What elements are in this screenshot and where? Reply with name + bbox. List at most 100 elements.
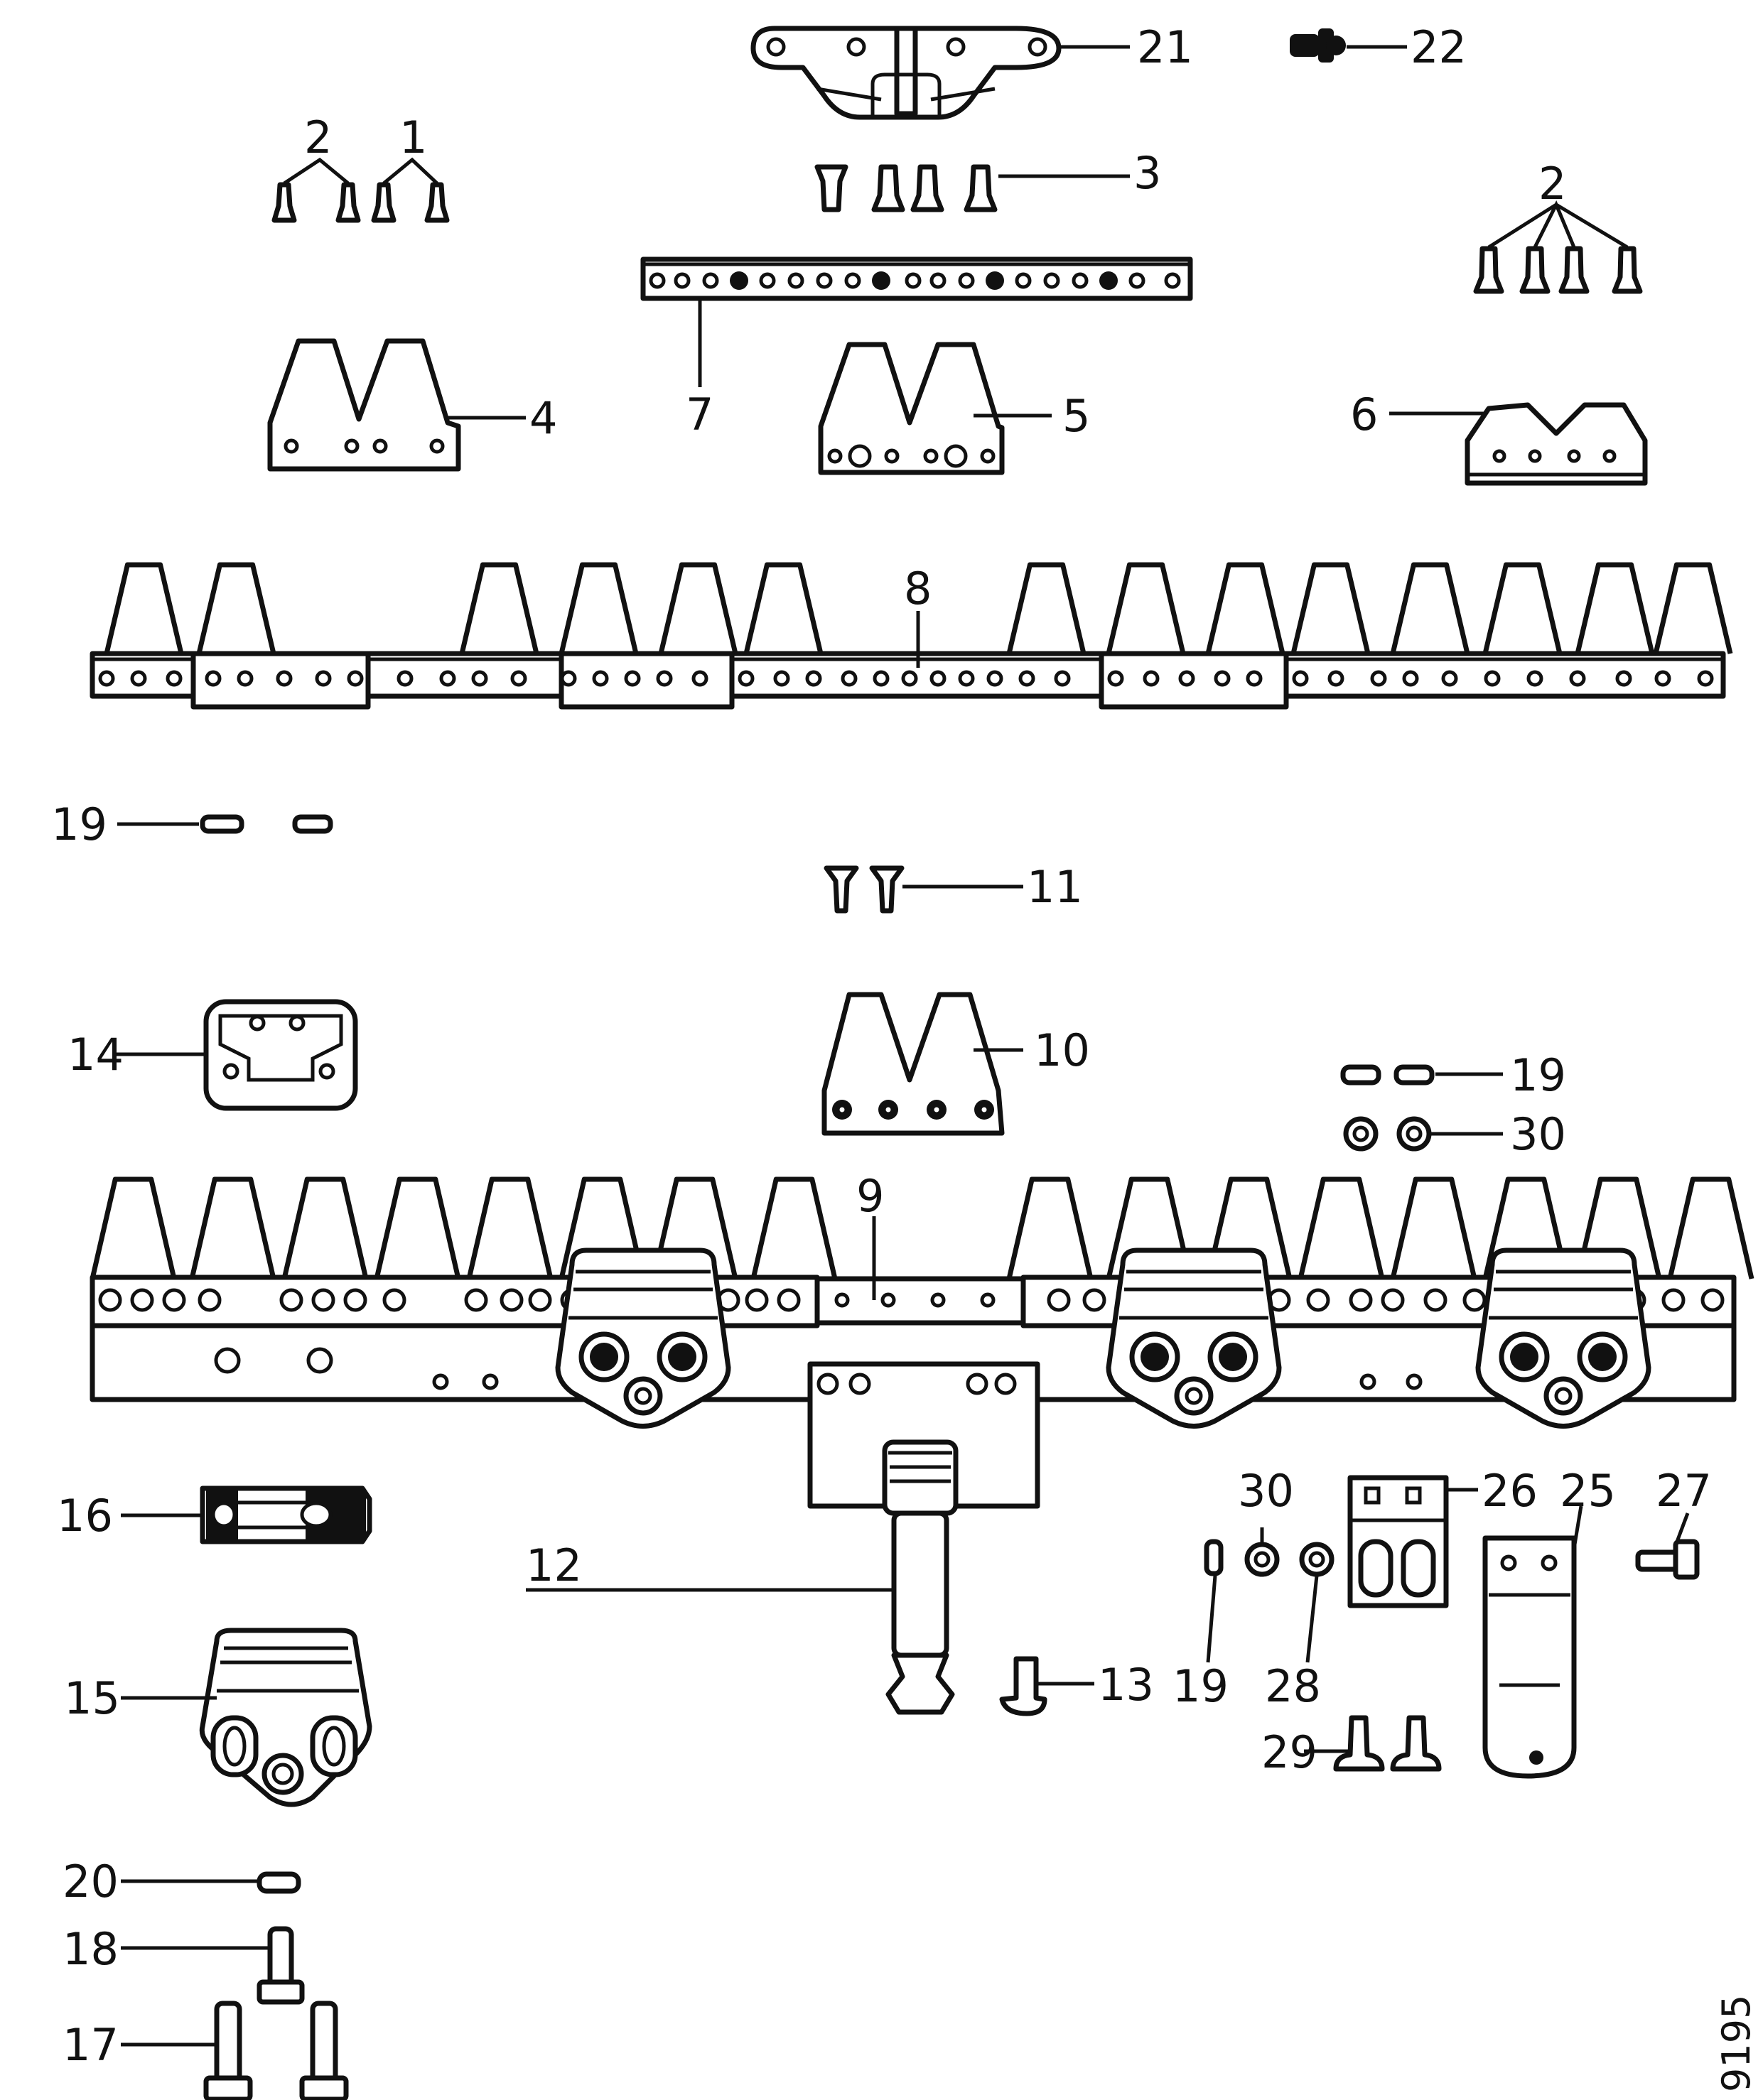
callout-30-right: 30 (1510, 1108, 1566, 1160)
knife-hole (98, 670, 115, 687)
clip-19-left (117, 814, 333, 834)
knife-tooth (658, 562, 738, 654)
bolt-group-2-right (1473, 200, 1643, 294)
callout-14: 14 (68, 1029, 124, 1081)
bar-hole (1359, 1373, 1376, 1390)
knife-hole (1370, 670, 1387, 687)
knife-holder (1106, 1247, 1282, 1429)
callout-27: 27 (1656, 1465, 1712, 1517)
part-5-knife-section (818, 342, 1052, 475)
bar-hole (759, 272, 776, 289)
callout-19-left: 19 (51, 799, 107, 850)
knife-tooth (1298, 1176, 1385, 1279)
knife-holder (1475, 1247, 1651, 1429)
knife-hole (464, 1288, 488, 1312)
knife-hole (1423, 1288, 1447, 1312)
callout-16: 16 (57, 1490, 113, 1542)
callout-28: 28 (1265, 1660, 1321, 1712)
callout-2-left: 2 (304, 112, 332, 163)
bar-hole (1128, 272, 1145, 289)
bar-hole (482, 1373, 499, 1390)
figure-number: 9195 (1714, 1995, 1759, 2092)
part-15-knife-holder (121, 1628, 372, 1807)
knife-hole (1402, 670, 1419, 687)
callout-1: 1 (399, 112, 427, 163)
knife-hole (237, 670, 254, 687)
callout-21: 21 (1137, 21, 1193, 73)
knife-hole (980, 1292, 996, 1308)
clip-19-right (1340, 1064, 1503, 1086)
knife-hole (1306, 1288, 1330, 1312)
knife-hole (276, 670, 293, 687)
rivets-11 (824, 865, 1023, 914)
bar-hole (1099, 271, 1118, 290)
bar-hole (214, 1347, 241, 1374)
bar-hole (730, 271, 748, 290)
part-8-knife-assembly (90, 562, 1733, 710)
knife-tooth (90, 1176, 177, 1279)
part-9-knife-bar-assembly (90, 1176, 1754, 1509)
knife-tooth (1106, 562, 1186, 654)
knife-hole (166, 670, 183, 687)
knife-hole (397, 670, 414, 687)
knife-hole (773, 670, 790, 687)
knife-hole (1441, 670, 1458, 687)
knife-hole (691, 670, 708, 687)
clip-20 (121, 1871, 301, 1894)
part-22-grease-nipple (1290, 28, 1346, 63)
small-parts-19-30-28 (1204, 1527, 1335, 1663)
bolt-18 (121, 1926, 305, 2005)
knife-tooth (1575, 562, 1655, 654)
knife-hole (1654, 670, 1671, 687)
knife-hole (1178, 670, 1195, 687)
bolt-group-1-2 (271, 157, 450, 223)
knife-hole (130, 1288, 154, 1312)
knife-hole (873, 670, 890, 687)
part-14-holddown-plate (114, 999, 358, 1111)
callout-26: 26 (1482, 1465, 1538, 1517)
knife-hole (130, 670, 147, 687)
knife-holder (555, 1247, 731, 1429)
part-26-bracket (1347, 1475, 1478, 1608)
knife-hole (624, 670, 641, 687)
callout-12: 12 (526, 1539, 582, 1591)
knife-hole (311, 1288, 335, 1312)
callout-18: 18 (63, 1923, 119, 1975)
knife-tooth (1667, 1176, 1754, 1279)
part-10-knife-section (821, 992, 1023, 1136)
bar-hole (905, 272, 922, 289)
knife-tooth (196, 562, 276, 654)
knife-tooth (466, 1176, 554, 1279)
knife-tooth (1006, 562, 1087, 654)
knife-hole (958, 670, 975, 687)
part-27-bolt (1635, 1512, 1700, 1580)
knife-hole (1462, 1288, 1487, 1312)
bar-hole (1072, 272, 1089, 289)
knife-tooth (281, 1176, 369, 1279)
callout-5: 5 (1062, 390, 1090, 442)
knife-hole (510, 670, 527, 687)
bar-hole (1164, 272, 1181, 289)
callout-30-lower: 30 (1238, 1465, 1294, 1517)
knife-hole (1054, 670, 1071, 687)
bar-hole (674, 272, 691, 289)
knife-hole (841, 670, 858, 687)
knife-hole (1484, 670, 1501, 687)
callout-15: 15 (64, 1672, 120, 1724)
knife-tooth (104, 562, 184, 654)
bar-hole (844, 272, 861, 289)
part-7-knife-back-bar (640, 256, 1193, 387)
knife-tooth (374, 1176, 461, 1279)
knife-hole (1292, 670, 1309, 687)
knife-hole (162, 1288, 186, 1312)
knife-hole (1327, 670, 1344, 687)
knife-hole (930, 1292, 946, 1308)
bolt-group-3 (814, 164, 1130, 212)
knife-hole (745, 1288, 769, 1312)
part-12-knife-head-pin (526, 1439, 959, 1715)
callout-4: 4 (529, 392, 557, 444)
bolts-17 (121, 2001, 349, 2100)
knife-tooth (1290, 562, 1371, 654)
callout-19-right: 19 (1510, 1049, 1566, 1101)
